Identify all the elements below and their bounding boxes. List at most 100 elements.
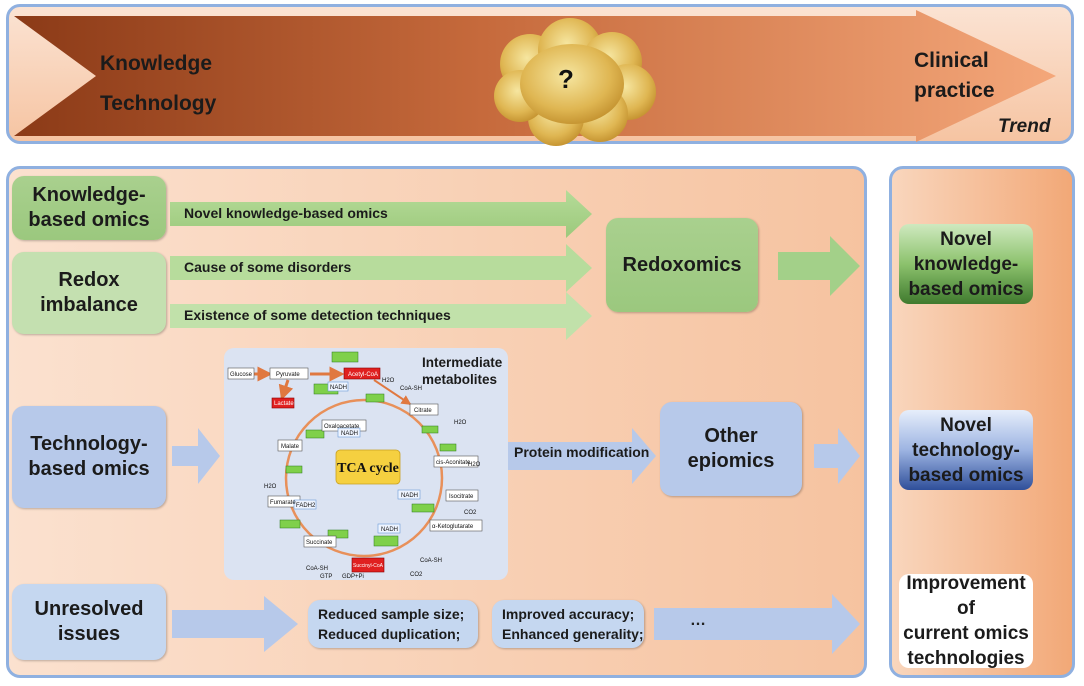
malate-text: Malate: [281, 444, 300, 450]
arrow-epiomics-out: [814, 428, 860, 484]
metabolite-akg-box: [429, 519, 483, 532]
succinylcoa-text: Succinyl-CoA: [353, 563, 384, 569]
clinical-practice-text: Clinical practice: [914, 46, 995, 106]
metabolite-malate-box: [277, 439, 303, 452]
enzyme-sdh: [279, 519, 301, 529]
cofactor-nadh2-box: [337, 427, 361, 438]
arrow-existence: [170, 292, 592, 340]
enzyme-scs: [327, 529, 349, 539]
lactate-text: Lactate: [274, 401, 294, 407]
technology-label: Technology: [100, 92, 217, 115]
top-left-text: Knowledge Technology: [100, 44, 216, 124]
h2o1-text: H2O: [382, 378, 395, 384]
arrow-protein-mod: [508, 428, 656, 484]
isocitrate-text: Isocitrate: [449, 494, 474, 500]
fumarate-text: Fumarate: [270, 500, 296, 506]
gtp-text: GTP: [320, 574, 332, 580]
pyruvate-text: Pyruvate: [276, 372, 300, 378]
enzyme-ogdh: [373, 535, 399, 547]
coash1-text: CoA-SH: [400, 386, 422, 392]
nadh3-text: NADH: [401, 493, 418, 499]
box-novel-kb-bg: [899, 224, 1033, 304]
redox-imbalance-box: Redox imbalance: [12, 252, 166, 334]
redoxomics-box: Redoxomics: [606, 218, 758, 312]
enzyme-pdh: [331, 351, 359, 363]
coash3-text: CoA-SH: [306, 566, 328, 572]
enzyme-fh: [285, 465, 303, 474]
acetyl-text: Acetyl-CoA: [348, 372, 378, 378]
metabolite-pyruvate-box: [269, 367, 309, 380]
enzyme-cs: [365, 393, 385, 403]
novel-knowledge-based-omics: Novel knowledge- based omics: [908, 228, 1024, 300]
acetyl-citrate-arrow: [373, 379, 412, 405]
intermediate-metabolites-label: Intermediate metabolites: [422, 355, 503, 387]
cofactor-nadh3-box: [397, 489, 421, 500]
trend-label: Trend: [998, 116, 1051, 137]
cisaconitate-text: cis-Aconitate: [436, 460, 471, 466]
arrow-cause: [170, 244, 592, 292]
co2a-text: CO2: [464, 510, 477, 516]
coash2-text: CoA-SH: [420, 558, 442, 564]
box-novel-tb-bg: [899, 410, 1033, 490]
metabolite-isocitrate-box: [445, 489, 479, 502]
unresolved-issues-box: Unresolved issues: [12, 584, 166, 660]
succinate-text: Succinate: [306, 540, 333, 546]
gdp-text: GDP+Pi: [342, 574, 364, 580]
metabolite-citrate-box: [409, 403, 439, 416]
ellipsis-text: …: [690, 612, 706, 629]
enzyme-idh: [411, 503, 435, 513]
h2o2-text: H2O: [454, 420, 467, 426]
enzyme-aco1: [421, 425, 439, 434]
protein-mod-label: Protein modification: [514, 444, 650, 460]
nadh2-text: NADH: [341, 431, 358, 437]
pyruvate-lactate-arrow: [278, 379, 294, 401]
cloud-question-text: ?: [558, 64, 574, 94]
cause-arrow-label: Cause of some disorders: [184, 259, 352, 275]
akg-text: α-Ketoglutarate: [432, 524, 474, 530]
metabolite-succinylcoa-box: [351, 557, 385, 573]
oxaloacetate-text: Oxaloacetate: [324, 424, 360, 430]
arrow-novel-kb: [170, 190, 592, 238]
box-improvement-bg: [899, 574, 1033, 668]
metabolite-acetyl-box: [343, 367, 381, 380]
nadh1-text: NADH: [330, 385, 347, 391]
arrow-redoxomics-out: [778, 236, 860, 296]
clinical-label: Clinical: [914, 49, 989, 72]
improved-box: Improved accuracy; Enhanced generality;: [492, 600, 644, 648]
reduced-box: Reduced sample size; Reduced duplication…: [308, 600, 478, 648]
technology-based-omics-box: Technology- based omics: [12, 406, 166, 508]
co2b-text: CO2: [410, 572, 423, 578]
metabolite-succinate-box: [303, 535, 337, 548]
improvement-omics-technologies: Improvement of current omics technologie…: [903, 573, 1029, 669]
tca-cycle-svg: Glucose Pyruvate Acetyl-CoA Lactate NADH…: [227, 351, 483, 580]
tca-cycle-figure: Glucose Pyruvate Acetyl-CoA Lactate NADH…: [224, 348, 508, 580]
practice-label: practice: [914, 79, 995, 102]
metabolite-cisaconitate-box: [433, 455, 479, 468]
h2o3-text: H2O: [468, 462, 481, 468]
nadh4-text: NADH: [381, 527, 398, 533]
novel-kb-arrow-label: Novel knowledge-based omics: [184, 205, 388, 221]
knowledge-label: Knowledge: [100, 52, 213, 75]
metabolite-lactate-box: [271, 397, 295, 409]
existence-arrow-label: Existence of some detection techniques: [184, 307, 451, 323]
cofactor-nadh4-box: [377, 523, 401, 534]
arrow-ellipsis: [654, 594, 860, 654]
tca-center-text: TCA cycle: [337, 461, 399, 476]
glucose-text: Glucose: [230, 372, 253, 378]
knowledge-based-omics-box: Knowledge- based omics: [12, 176, 166, 240]
citrate-text: Citrate: [414, 408, 432, 414]
other-epiomics-box: Other epiomics: [660, 402, 802, 496]
metabolite-glucose-box: [227, 367, 255, 380]
tca-center-box: [335, 449, 401, 485]
arrow-unresolved: [172, 596, 298, 652]
cofactor-fadh-box: [293, 499, 317, 510]
novel-technology-based-omics: Novel technology- based omics: [908, 414, 1024, 486]
tca-cycle-ring: [284, 398, 444, 558]
arrow-tech-in: [172, 428, 220, 484]
question-cloud: [494, 18, 656, 146]
enzyme-mdh: [305, 429, 325, 439]
enzyme-aco2: [439, 443, 457, 452]
cofactor-nadh1-box: [327, 381, 349, 392]
